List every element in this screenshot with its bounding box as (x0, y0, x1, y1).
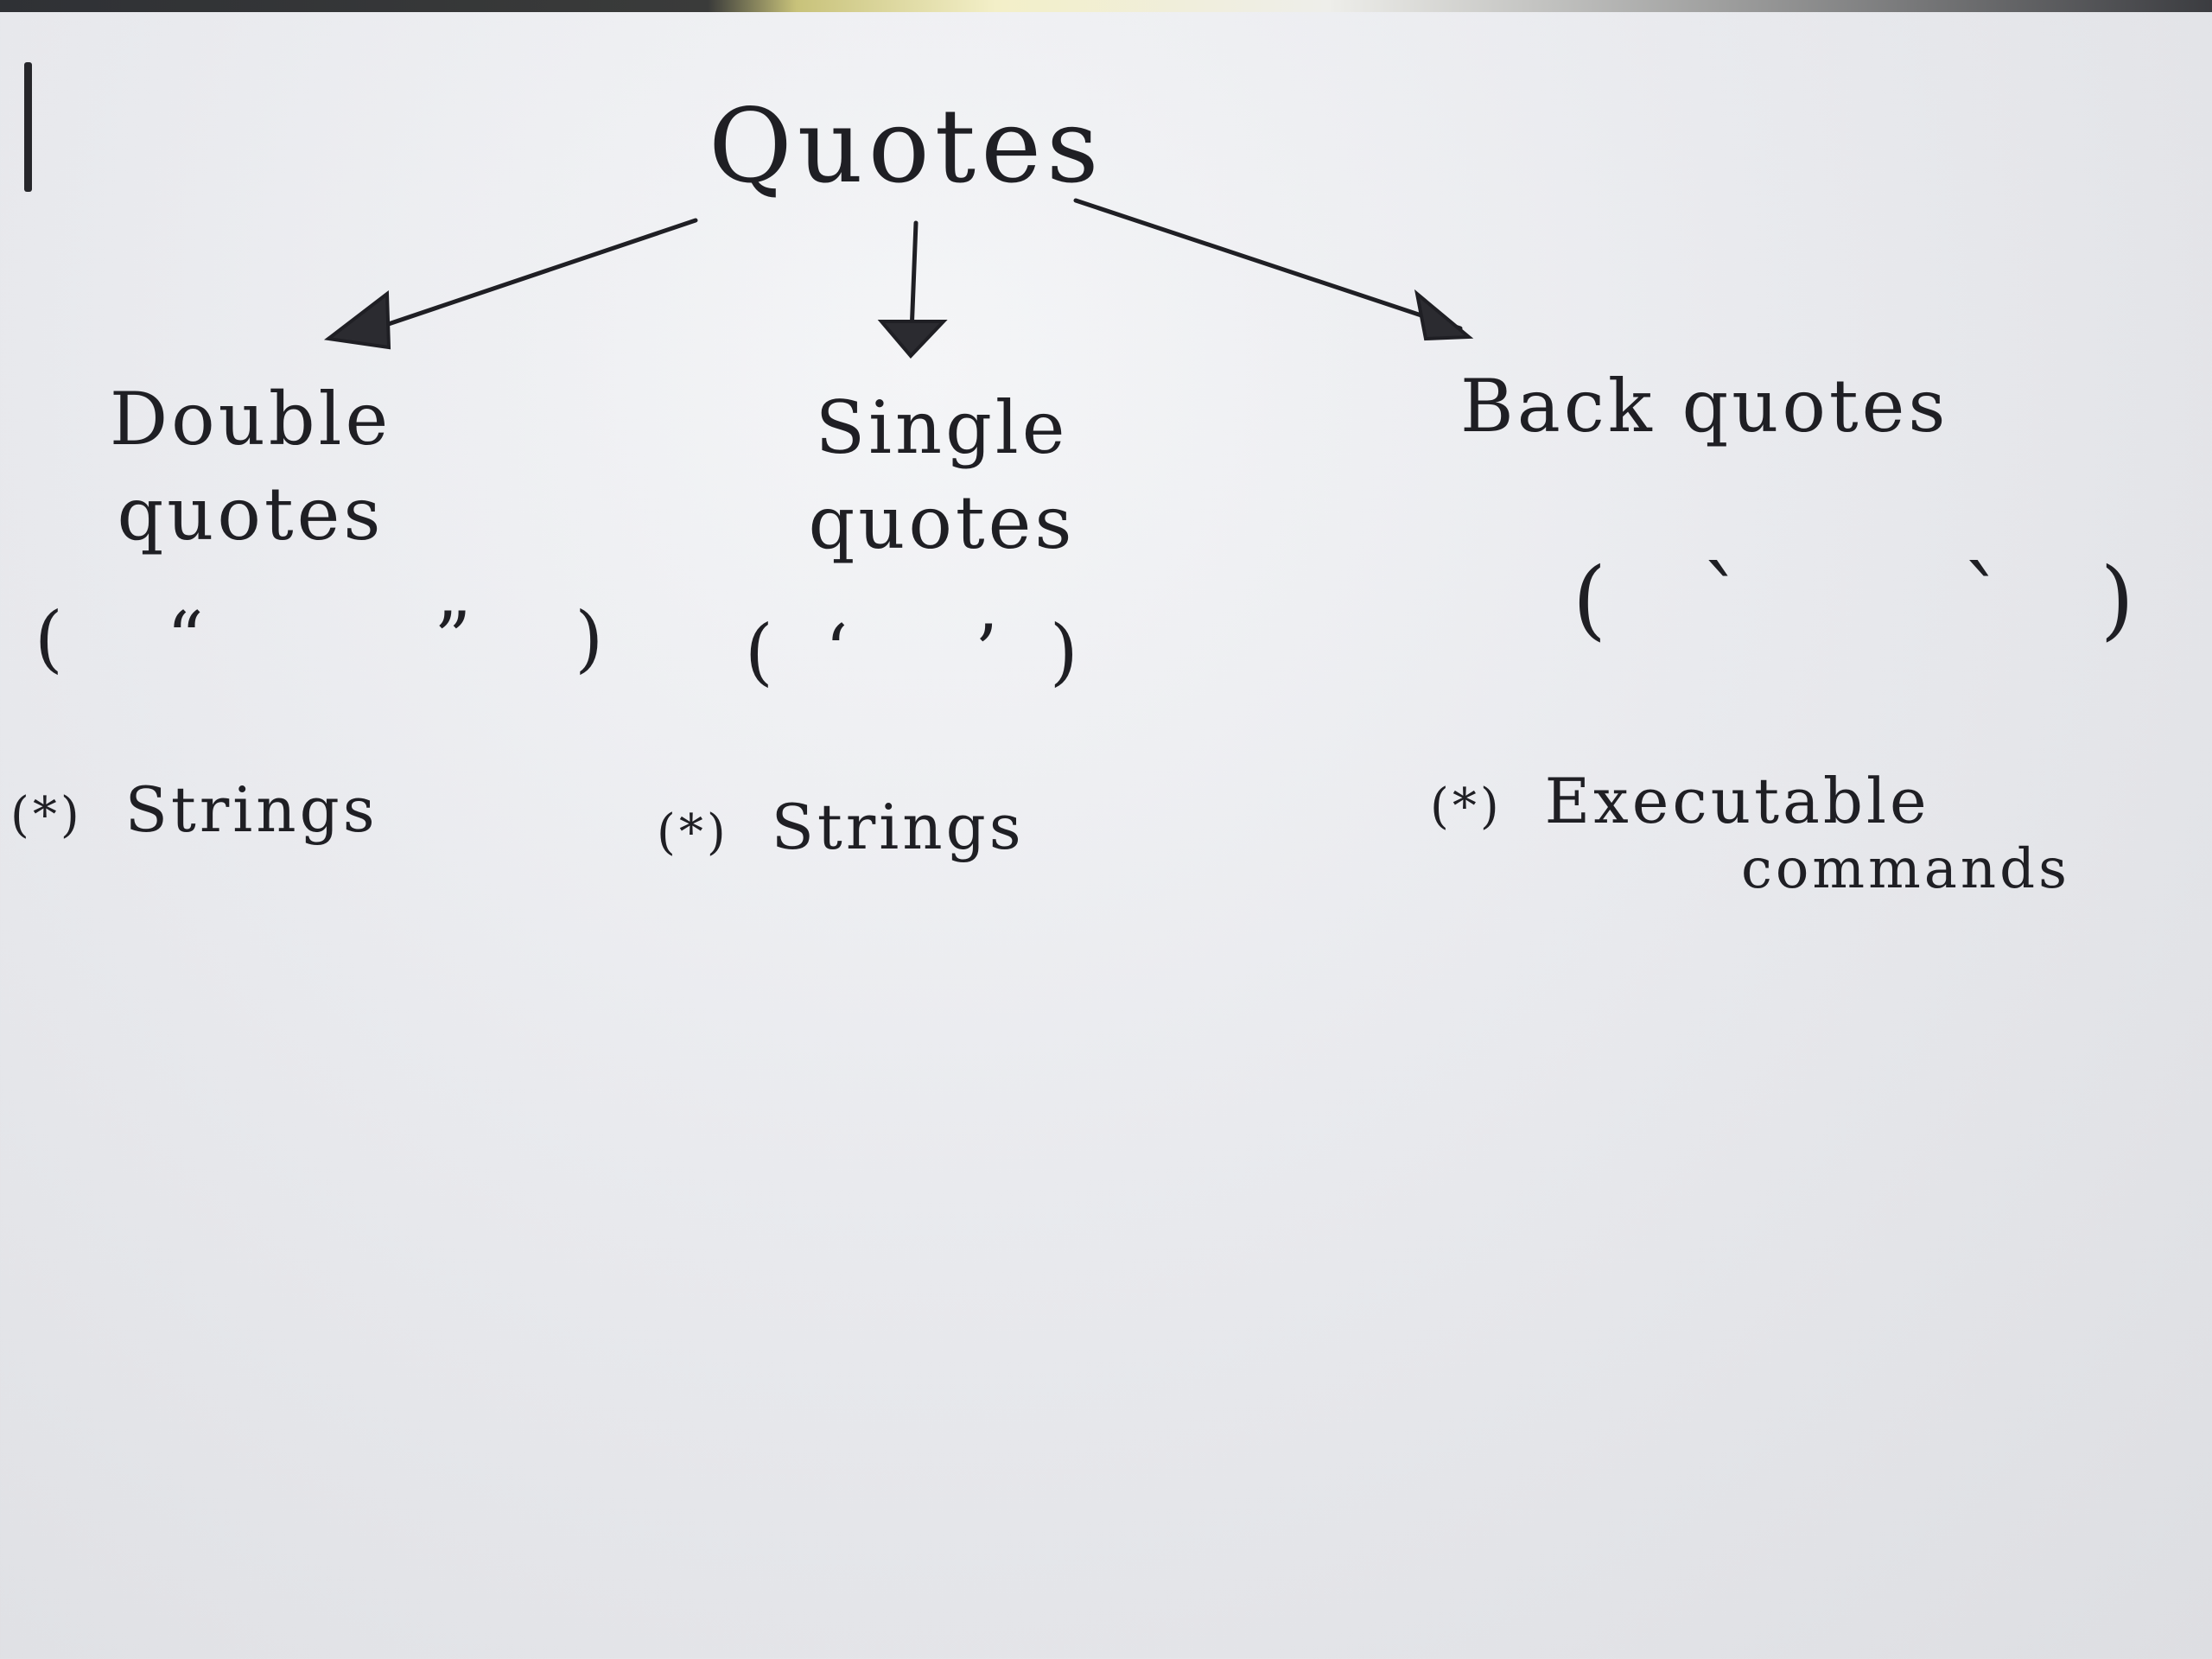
node-back-quotes: Back quotes (1460, 359, 2065, 454)
node-single-quotes: Single quotes (752, 380, 1132, 570)
bullet-text: Strings (124, 773, 378, 846)
arrow-to-back-quotes (1073, 198, 1463, 331)
asterisk-bullet-icon: (*) (1430, 779, 1503, 835)
back-quote-symbol: (` `) (1573, 549, 2212, 650)
arrow-to-single-quotes (909, 220, 918, 335)
node-label-line2: quotes (117, 472, 385, 556)
node-label-line1: Double (109, 377, 392, 461)
bullet-double-quotes: (*) Strings (10, 773, 378, 846)
bullet-text-line2: commands (1741, 837, 2070, 901)
node-label-line2: quotes (808, 480, 1076, 565)
asterisk-bullet-icon: (*) (657, 804, 729, 861)
margin-pen-mark (24, 62, 32, 192)
diagram-title: Quotes (709, 86, 1104, 206)
node-label-line1: Back quotes (1460, 364, 1949, 448)
desk-edge (0, 0, 2212, 12)
node-label-line1: Single (815, 385, 1069, 470)
arrow-to-double-quotes (360, 218, 698, 335)
bullet-back-quotes: (*) Executable commands (1430, 765, 2070, 901)
double-quote-symbol: (“ ”) (35, 596, 708, 681)
arrowhead-single-quotes (877, 320, 948, 359)
arrowhead-double-quotes (323, 290, 391, 350)
bullet-text: Executable (1544, 765, 1930, 837)
bullet-text: Strings (771, 791, 1025, 863)
single-quote-symbol: (‘ ’) (745, 609, 1130, 694)
bullet-single-quotes: (*) Strings (657, 791, 1025, 863)
node-double-quotes: Double quotes (60, 372, 441, 562)
arrowhead-back-quotes (1414, 289, 1474, 341)
asterisk-bullet-icon: (*) (10, 787, 83, 843)
